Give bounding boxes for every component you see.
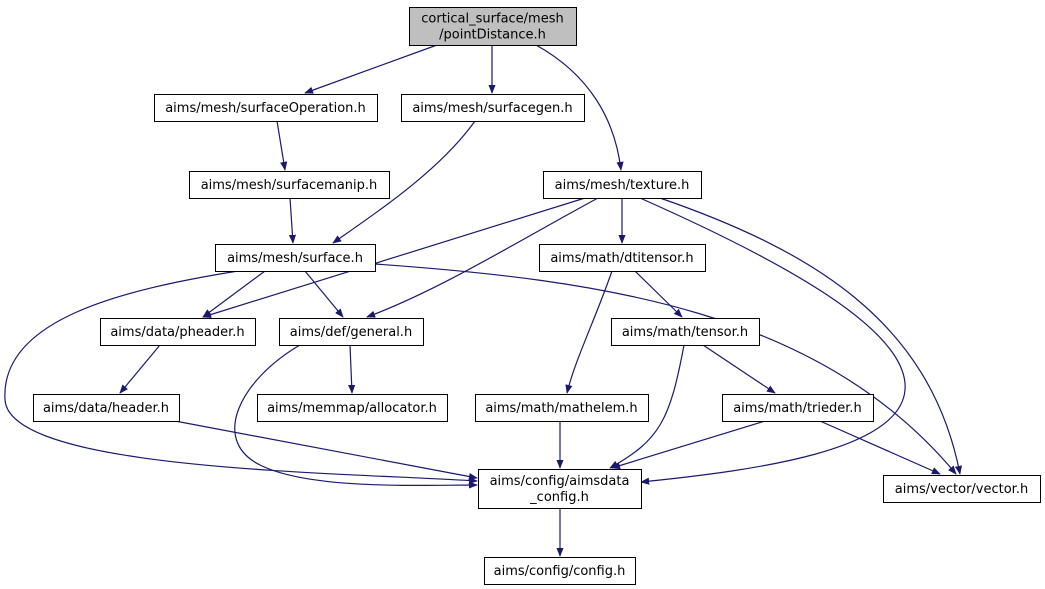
node-allocator[interactable]: aims/memmap/allocator.h [257, 394, 448, 422]
node-label: aims/mesh/surfaceOperation.h [165, 101, 366, 116]
node-label: aims/math/trieder.h [733, 401, 862, 416]
node-box [539, 244, 706, 272]
node-general[interactable]: aims/def/general.h [279, 318, 424, 346]
node-trieder[interactable]: aims/math/trieder.h [722, 394, 874, 422]
node-config[interactable]: aims/config/config.h [484, 557, 636, 585]
edge-general-to-aimsdata_config [234, 344, 478, 489]
edge-root-to-texture [535, 44, 624, 171]
node-box [401, 94, 585, 122]
node-box [484, 557, 636, 585]
node-label: aims/config/aimsdata [490, 474, 630, 489]
edge-dtitensor-to-mathelem [565, 270, 613, 394]
node-label: aims/data/header.h [43, 401, 169, 416]
edge-root-to-surfaceOperation [304, 44, 438, 94]
edge-header-to-aimsdata_config [174, 420, 478, 481]
edge-tensor-to-aimsdata_config [609, 344, 685, 469]
node-label: aims/math/dtitensor.h [550, 251, 693, 266]
edge-trieder-to-aimsdata_config [611, 420, 766, 470]
node-label: _config.h [529, 490, 589, 505]
node-box [154, 94, 378, 122]
node-box [215, 244, 376, 272]
node-label: aims/mesh/surfacegen.h [412, 101, 572, 116]
edge-texture-to-vector [659, 197, 962, 475]
node-label: /pointDistance.h [439, 28, 546, 43]
node-surfaceOperation[interactable]: aims/mesh/surfaceOperation.h [154, 94, 378, 122]
nodes-layer: cortical_surface/mesh/pointDistance.haim… [33, 7, 1041, 585]
node-tensor[interactable]: aims/math/tensor.h [611, 318, 760, 346]
edge-surfacegen-to-surface [332, 120, 476, 244]
node-surfacemanip[interactable]: aims/mesh/surfacemanip.h [189, 171, 390, 199]
node-box [722, 394, 874, 422]
node-box [478, 469, 642, 509]
edge-pheader-to-header [119, 344, 161, 394]
node-vector[interactable]: aims/vector/vector.h [883, 475, 1041, 503]
node-mathelem[interactable]: aims/math/mathelem.h [475, 394, 649, 422]
node-box [279, 318, 424, 346]
node-label: cortical_surface/mesh [421, 12, 563, 27]
node-label: aims/memmap/allocator.h [267, 401, 437, 416]
node-label: aims/def/general.h [290, 325, 412, 340]
node-label: aims/mesh/surfacemanip.h [201, 178, 378, 193]
edge-texture-to-aimsdata_config [639, 197, 906, 485]
node-box [33, 394, 180, 422]
node-label: aims/math/mathelem.h [485, 401, 637, 416]
node-surface[interactable]: aims/mesh/surface.h [215, 244, 376, 272]
edges-layer [4, 44, 962, 557]
node-label: aims/vector/vector.h [895, 482, 1028, 497]
node-label: aims/config/config.h [494, 564, 626, 579]
node-pheader[interactable]: aims/data/pheader.h [100, 318, 256, 346]
node-box [611, 318, 760, 346]
node-header[interactable]: aims/data/header.h [33, 394, 180, 422]
edge-surface-to-general [304, 270, 344, 318]
node-box [189, 171, 390, 199]
edge-surfaceOperation-to-surfacemanip [276, 120, 288, 171]
node-label: aims/mesh/texture.h [555, 178, 690, 193]
node-surfacegen[interactable]: aims/mesh/surfacegen.h [401, 94, 585, 122]
node-box [100, 318, 256, 346]
node-dtitensor[interactable]: aims/math/dtitensor.h [539, 244, 706, 272]
node-box [543, 171, 702, 199]
edge-surfacemanip-to-surface [288, 197, 297, 244]
node-aimsdata_config[interactable]: aims/config/aimsdata_config.h [478, 469, 642, 509]
node-box [257, 394, 448, 422]
edge-texture-to-pheader [202, 197, 586, 318]
node-label: aims/data/pheader.h [110, 325, 244, 340]
edge-surface-to-aimsdata_config [4, 270, 478, 485]
edge-texture-to-general [366, 197, 599, 318]
node-label: aims/mesh/surface.h [227, 251, 363, 266]
edge-trieder-to-vector [819, 420, 941, 475]
node-label: aims/math/tensor.h [622, 325, 748, 340]
node-root[interactable]: cortical_surface/mesh/pointDistance.h [409, 7, 577, 46]
node-box [409, 7, 577, 46]
edge-surface-to-vector [374, 263, 957, 475]
edge-tensor-to-trieder [702, 344, 776, 394]
edge-dtitensor-to-tensor [634, 270, 683, 318]
node-box [475, 394, 649, 422]
node-texture[interactable]: aims/mesh/texture.h [543, 171, 702, 199]
edge-general-to-allocator [348, 344, 356, 394]
node-box [883, 475, 1041, 503]
edge-surface-to-pheader [202, 270, 266, 318]
